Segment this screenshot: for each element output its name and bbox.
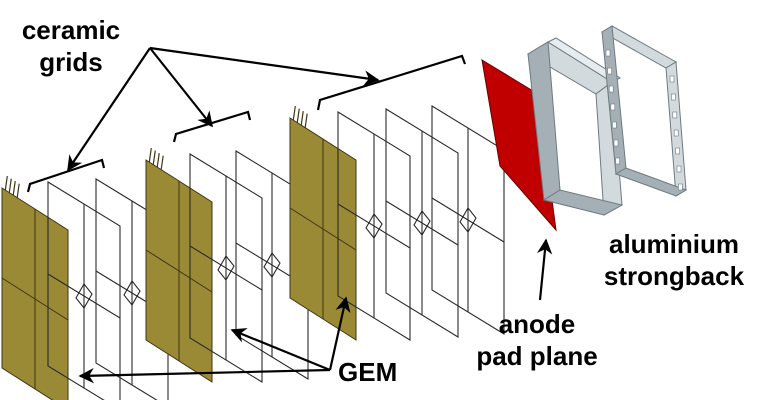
ceramic-grid-spacer — [337, 203, 411, 249]
strongback-rear-right — [665, 61, 687, 197]
ceramic-grid-3-3 — [431, 105, 505, 335]
ceramic-grids-label-line2: grids — [39, 47, 103, 77]
anode-arrow — [536, 238, 553, 301]
aluminium-strongback — [527, 37, 624, 216]
ceramic-grid-2-1 — [189, 153, 263, 383]
gem-foil-1 — [1, 176, 69, 400]
ceramic-grid-spacer — [75, 283, 93, 309]
strongback-slot — [672, 111, 678, 119]
ceramic-grids-label-line1: ceramic — [21, 15, 121, 45]
ceramic-grids-label: ceramic grids — [6, 14, 136, 78]
gem-arrow-1 — [78, 367, 331, 384]
strongback-slot — [673, 129, 679, 137]
strongback-slot — [613, 139, 619, 147]
strongback-bottom-bar — [542, 189, 624, 216]
strongback-slot — [610, 103, 616, 111]
gem-hv-pin — [292, 106, 296, 121]
ceramic-grid-spacer — [47, 273, 121, 319]
strongback-slot — [675, 147, 680, 155]
gem-hv-pin — [16, 183, 20, 198]
gem-hv-pin — [304, 113, 308, 128]
strongback-slot — [607, 67, 612, 75]
aluminium-strongback-label-line1: aluminium — [608, 229, 739, 259]
gem-arrow-2 — [230, 328, 331, 372]
gem-hv-pin — [160, 155, 164, 170]
strongback-slot — [608, 85, 614, 93]
strongback-slot — [678, 183, 683, 191]
gem-hv-pin — [8, 178, 12, 193]
gem-foil-segment-line — [1, 277, 69, 321]
anode-pad-plane-label-line2: pad plane — [476, 341, 598, 371]
ceramic-grid-spacer — [413, 210, 431, 236]
gem-hv-pin — [12, 181, 16, 196]
gem-foil-segment-line — [145, 249, 213, 293]
aluminium-strongback-label: aluminium strongback — [586, 228, 762, 292]
strongback-slot — [671, 93, 676, 101]
ceramic-grid-spacer — [431, 197, 505, 243]
ceramic-grid-spacer — [189, 245, 263, 291]
ceramic-arrow-1 — [67, 47, 151, 172]
gem-foil-2 — [145, 148, 213, 383]
strongback-slot — [615, 157, 620, 165]
ceramic-grid-spacer — [459, 207, 477, 233]
ceramic-grid-frame — [235, 150, 309, 380]
strongback-rear-bottom — [614, 167, 688, 197]
strongback-slot — [669, 75, 675, 83]
ceramic-grid-bracket-1 — [26, 158, 106, 193]
strongback-slot — [605, 49, 611, 57]
strongback-top-edge — [546, 37, 622, 83]
ceramic-grid-3-2 — [385, 108, 459, 338]
gem-hv-pin — [148, 148, 152, 163]
ceramic-grid-spacer — [365, 213, 383, 239]
detector-stack — [1, 25, 688, 400]
anode-pad-plane-label-line1: anode — [498, 309, 576, 339]
ceramic-grid-bracket-3 — [316, 54, 467, 111]
ceramic-grid-spacer — [123, 280, 141, 306]
ceramic-grid-frame — [95, 178, 169, 400]
gem-hv-pin — [4, 176, 8, 191]
ceramic-arrow-3 — [149, 46, 380, 86]
gem-hv-pin — [152, 150, 156, 165]
gem-foil-segment-line — [289, 207, 357, 251]
gem-hv-pin — [156, 153, 160, 168]
strongback-slot — [612, 121, 617, 129]
gem-arrow-3 — [328, 296, 351, 371]
ceramic-grid-frame — [189, 153, 263, 383]
ceramic-grid-spacer — [385, 200, 459, 246]
ceramic-grid-spacer — [263, 252, 281, 278]
gem-hv-pin — [300, 111, 304, 126]
strongback-slot — [676, 165, 682, 173]
annotation-arrows — [26, 46, 553, 384]
gem-foil-3 — [289, 106, 357, 341]
gem-label: GEM — [338, 357, 398, 387]
aluminium-strongback-rear — [601, 25, 688, 197]
anode-pad-plane-label: anode pad plane — [462, 308, 612, 372]
aluminium-strongback-label-line2: strongback — [603, 261, 745, 291]
ceramic-grid-spacer — [217, 255, 235, 281]
ceramic-grid-frame — [385, 108, 459, 338]
ceramic-grid-frame — [431, 105, 505, 335]
gem-hv-pin — [296, 108, 300, 123]
ceramic-grid-bracket-2 — [172, 110, 252, 143]
ceramic-arrow-2 — [149, 47, 213, 128]
